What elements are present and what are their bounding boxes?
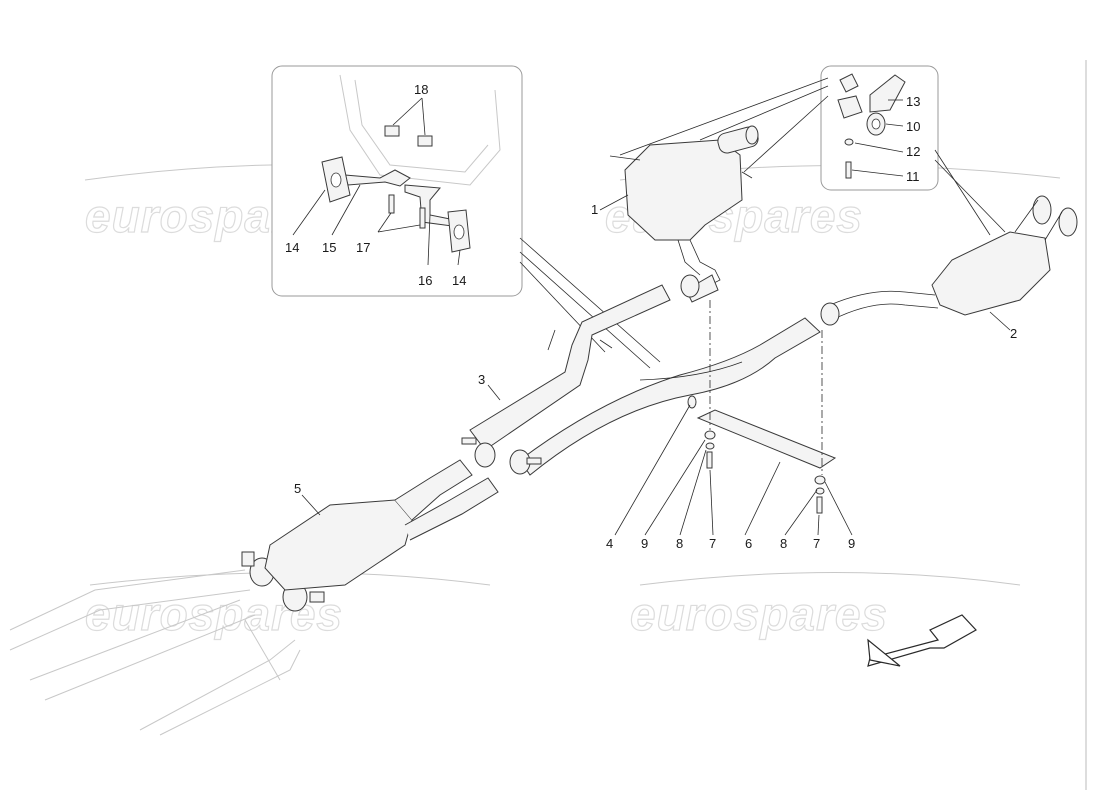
support-bracket-part (696, 409, 837, 514)
pre-silencer-part (264, 459, 499, 591)
callout-3: 3 (478, 372, 485, 387)
inset-mount-detail-right (820, 65, 939, 191)
callout-8a: 8 (676, 536, 683, 551)
rear-silencer-right-part (829, 195, 1078, 321)
callout-leaders (301, 194, 1011, 536)
callout-5: 5 (294, 481, 301, 496)
callout-4: 4 (606, 536, 613, 551)
callout-15: 15 (322, 240, 336, 255)
intermediate-pipe-part (469, 284, 671, 451)
rear-silencer-left-part (609, 125, 759, 291)
watermark-bottom-right: eurospares (629, 572, 1021, 641)
callout-8b: 8 (780, 536, 787, 551)
svg-text:eurospares: eurospares (630, 588, 888, 640)
callout-13: 13 (906, 94, 920, 109)
callout-2: 2 (1010, 326, 1017, 341)
callout-9a: 9 (641, 536, 648, 551)
callout-18: 18 (414, 82, 428, 97)
arrow-icon (867, 614, 977, 667)
callout-7a: 7 (709, 536, 716, 551)
callout-9b: 9 (848, 536, 855, 551)
callout-12: 12 (906, 144, 920, 159)
callout-14a: 14 (285, 240, 299, 255)
callout-1: 1 (591, 202, 598, 217)
callout-11: 11 (906, 169, 920, 184)
callout-6: 6 (745, 536, 752, 551)
callout-7b: 7 (813, 536, 820, 551)
alignment-lines (709, 300, 823, 475)
callout-10: 10 (906, 119, 920, 134)
ghost-front-pipes (9, 569, 301, 736)
callout-17: 17 (356, 240, 370, 255)
inset-mount-detail-left (271, 65, 523, 297)
callout-16: 16 (418, 273, 432, 288)
callout-14b: 14 (452, 273, 466, 288)
inset-pointer-lines (519, 77, 1006, 369)
